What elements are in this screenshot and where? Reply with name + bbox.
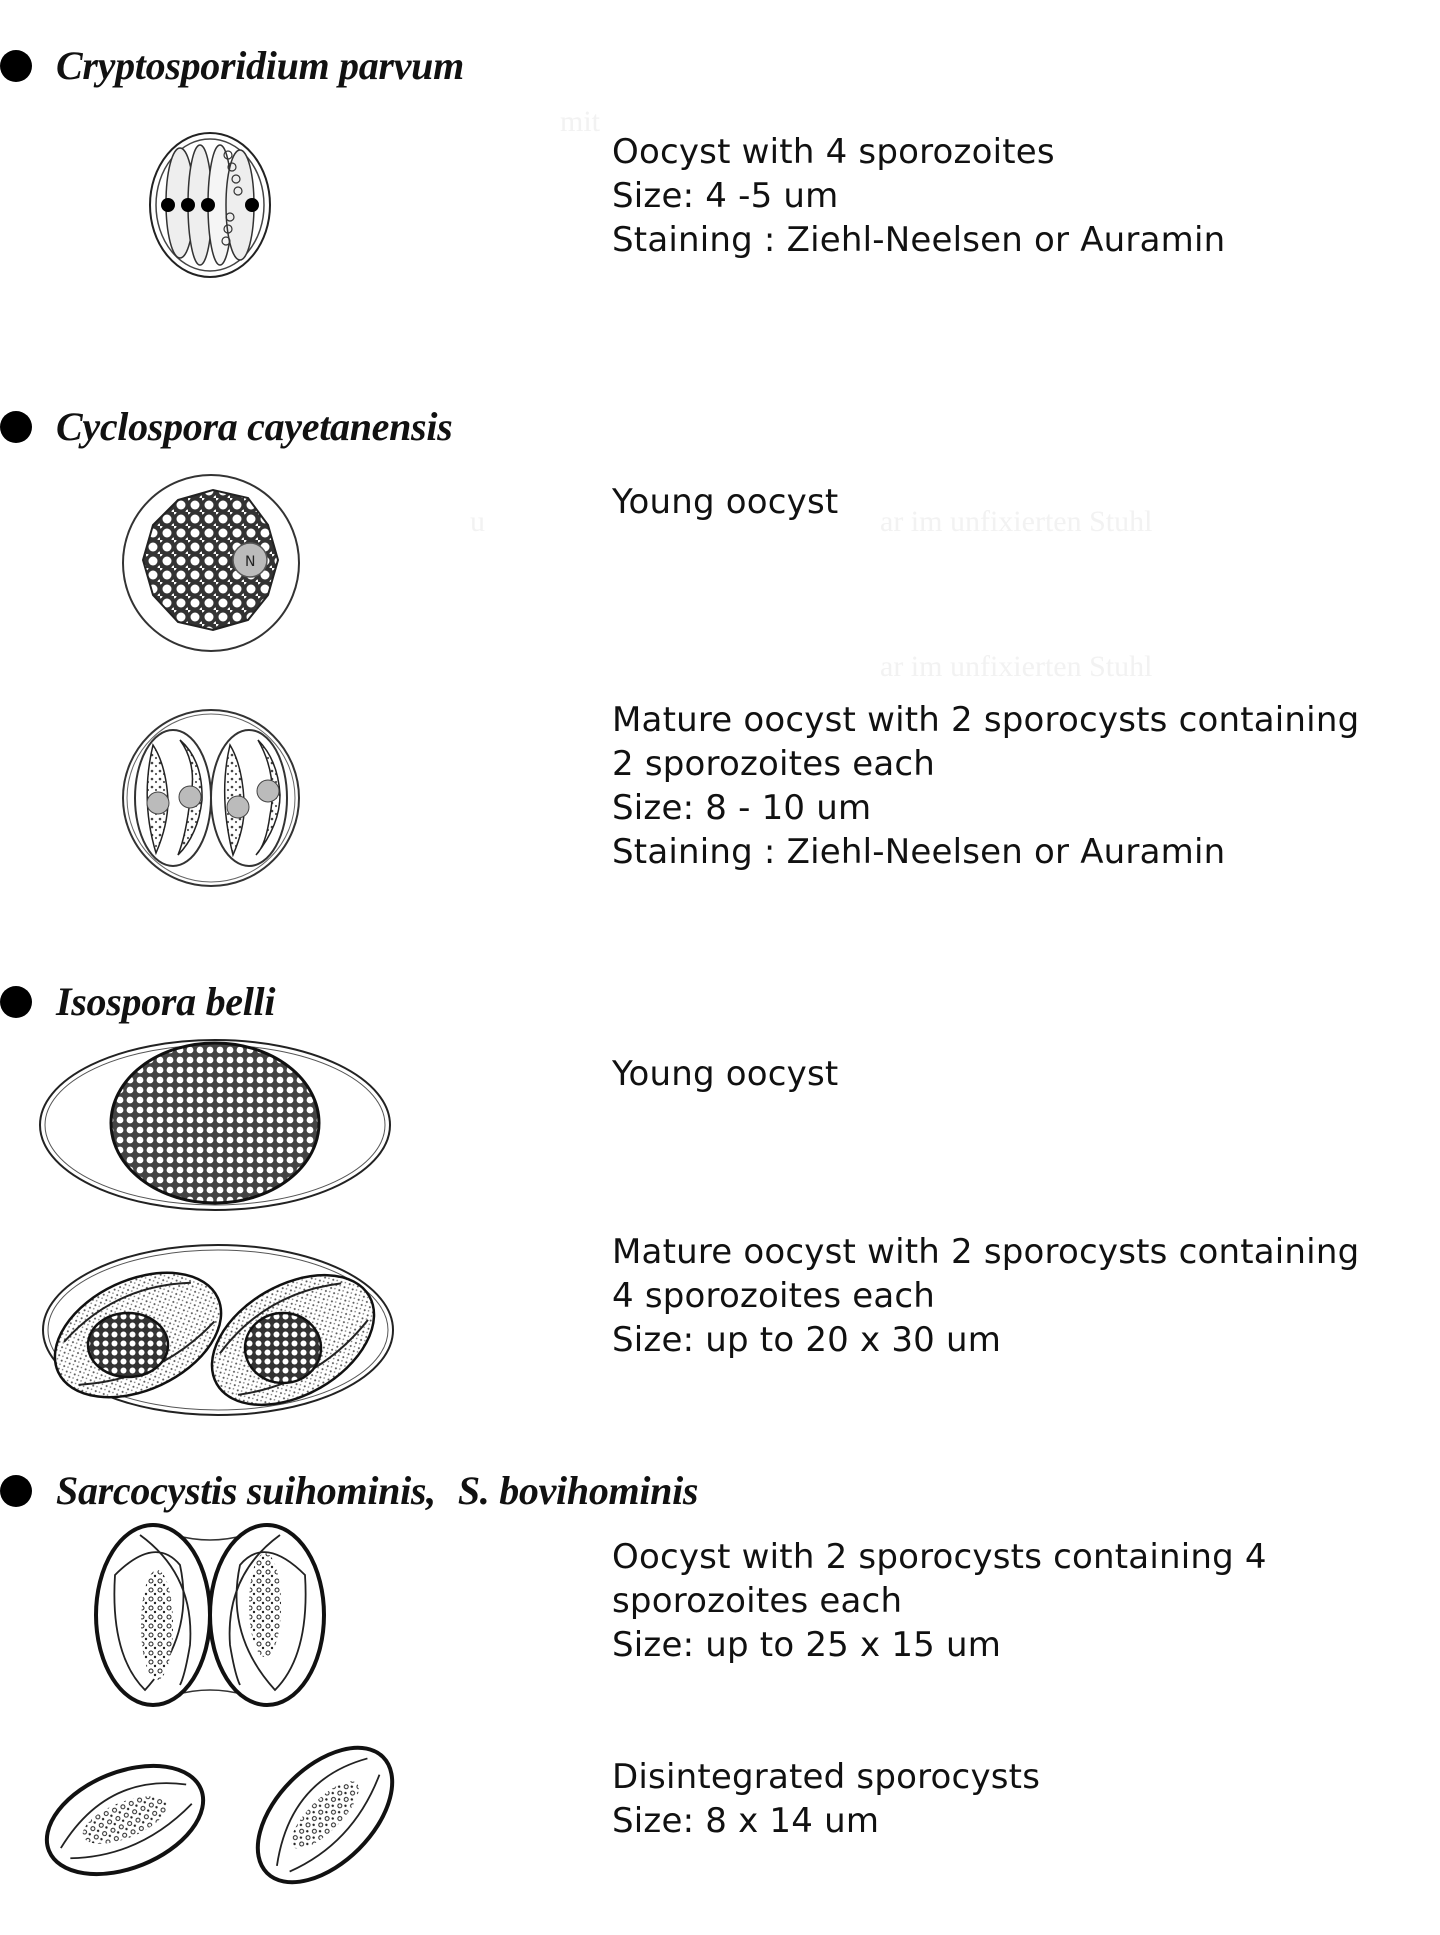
section-title: Cryptosporidium parvum: [56, 43, 464, 88]
section-title: Cyclospora cayetanensis: [56, 404, 453, 449]
description-cryptosporidium-oocyst: Oocyst with 4 sporozoites Size: 4 -5 um …: [612, 130, 1225, 262]
description-line: sporozoites each: [612, 1581, 903, 1621]
bleed-through-text: mit: [560, 105, 601, 138]
description-line: 4 sporozoites each: [612, 1276, 936, 1316]
description-line: Oocyst with 2 sporocysts containing 4: [612, 1537, 1267, 1577]
description-cyclospora-mature-oocyst: Mature oocyst with 2 sporocysts containi…: [612, 698, 1359, 874]
bullet-icon: [0, 49, 32, 82]
description-cyclospora-young-oocyst: Young oocyst: [612, 480, 838, 524]
section-heading-cyclospora: Cyclospora cayetanensis: [0, 403, 453, 450]
bullet-icon: [0, 985, 32, 1018]
sarcocystis-oocyst-drawing: [94, 1523, 326, 1707]
size-line: Size: 4 -5 um: [612, 176, 839, 216]
description-line: Young oocyst: [612, 482, 839, 522]
description-line: Disintegrated sporocysts: [612, 1757, 1041, 1797]
description-isospora-young-oocyst: Young oocyst: [612, 1052, 838, 1096]
svg-text:N: N: [245, 554, 255, 570]
cryptosporidium-oocyst-drawing: [149, 132, 271, 278]
isospora-mature-oocyst-drawing: [42, 1244, 394, 1416]
cyclospora-young-oocyst-drawing: N: [122, 474, 300, 652]
cyclospora-mature-oocyst-drawing: [122, 709, 300, 887]
bullet-icon: [0, 1474, 32, 1507]
size-line: Size: up to 25 x 15 um: [612, 1625, 1002, 1665]
size-line: Size: up to 20 x 30 um: [612, 1320, 1002, 1360]
isospora-young-oocyst-drawing: [39, 1039, 391, 1211]
bleed-through-text: u: [470, 505, 485, 538]
section-title-part2: S. bovihominis: [457, 1468, 699, 1513]
description-sarcocystis-disintegrated: Disintegrated sporocysts Size: 8 x 14 um: [612, 1755, 1040, 1843]
size-line: Size: 8 x 14 um: [612, 1801, 880, 1841]
size-line: Size: 8 - 10 um: [612, 788, 872, 828]
description-isospora-mature-oocyst: Mature oocyst with 2 sporocysts containi…: [612, 1230, 1359, 1362]
section-heading-sarcocystis: Sarcocystis suihominis, S. bovihominis: [0, 1467, 698, 1514]
description-sarcocystis-oocyst: Oocyst with 2 sporocysts containing 4 sp…: [612, 1535, 1267, 1667]
description-line: Mature oocyst with 2 sporocysts containi…: [612, 700, 1360, 740]
bleed-through-text: ar im unfixierten Stuhl: [880, 650, 1153, 683]
bullet-icon: [0, 410, 32, 443]
section-title: Isospora belli: [56, 979, 276, 1024]
staining-line: Staining : Ziehl-Neelsen or Auramin: [612, 220, 1226, 260]
section-heading-cryptosporidium: Cryptosporidium parvum: [0, 42, 464, 89]
description-line: Young oocyst: [612, 1054, 839, 1094]
staining-line: Staining : Ziehl-Neelsen or Auramin: [612, 832, 1226, 872]
bleed-through-text: ar im unfixierten Stuhl: [880, 505, 1153, 538]
section-title-part1: Sarcocystis suihominis,: [56, 1468, 436, 1513]
sarcocystis-disintegrated-sporocyst-drawing-2: [255, 1745, 395, 1885]
sarcocystis-disintegrated-sporocyst-drawing-1: [44, 1763, 206, 1877]
description-line: 2 sporozoites each: [612, 744, 936, 784]
description-line: Mature oocyst with 2 sporocysts containi…: [612, 1232, 1360, 1272]
section-heading-isospora: Isospora belli: [0, 978, 275, 1025]
description-line: Oocyst with 4 sporozoites: [612, 132, 1055, 172]
